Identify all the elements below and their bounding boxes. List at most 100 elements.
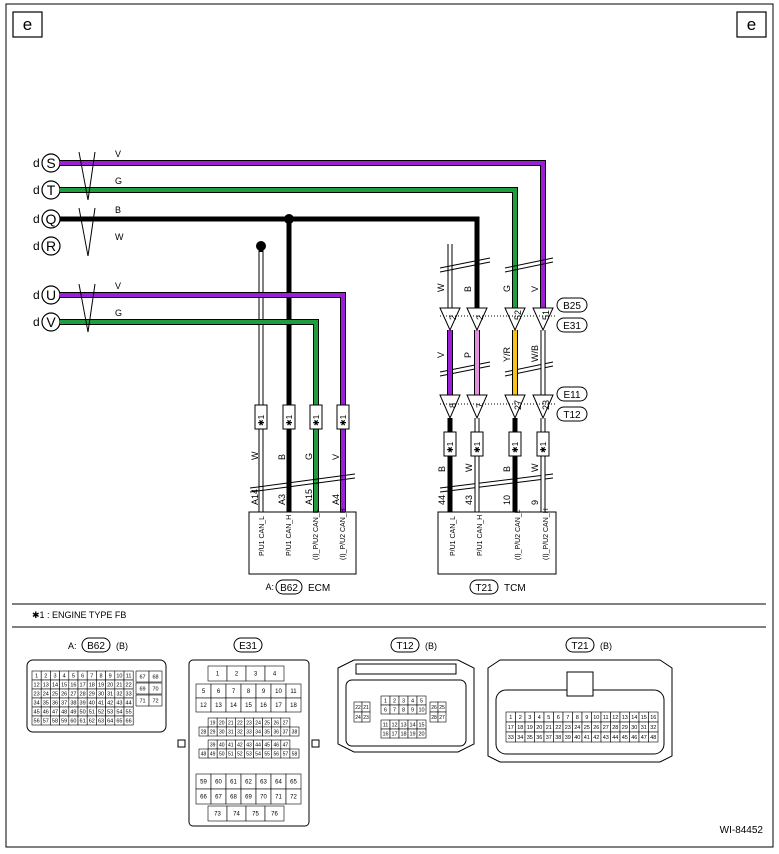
connector-in-prefix: d	[33, 156, 40, 170]
tcm-lower-labels: B W B W 44 43 10 9	[437, 463, 540, 505]
pin-label: 5	[547, 715, 550, 721]
pin-label: 23	[565, 725, 571, 731]
signal-name: (I)_P/U2 CAN_H	[543, 508, 550, 560]
pin-number: A14	[250, 489, 260, 505]
pin-label: 6	[384, 707, 387, 713]
pin-cell	[416, 728, 427, 739]
pin-label: 22	[237, 720, 243, 726]
pin-label: 47	[52, 709, 58, 715]
pin-label: 3	[402, 698, 405, 704]
pin-label: 30	[219, 729, 225, 735]
pin-label: 17	[80, 682, 86, 688]
wire-color-label: V	[436, 352, 446, 358]
footnote: ✱1 : ENGINE TYPE FB	[32, 610, 126, 620]
pin-label: 33	[246, 729, 252, 735]
pin-label: 65	[290, 780, 297, 786]
pin-label: 41	[584, 735, 590, 741]
pin-label: 7	[566, 715, 569, 721]
pin-label: 39	[210, 742, 216, 748]
pin-label: 44	[255, 742, 261, 748]
pin-label: 71	[139, 698, 145, 704]
pin-label: 61	[230, 780, 237, 786]
pin-label: 39	[80, 700, 86, 706]
pin-label: 42	[237, 742, 243, 748]
pin-label: 28	[612, 725, 618, 731]
ecm-label: ECM	[308, 583, 330, 594]
connector-in-letter: V	[46, 314, 56, 330]
pin-label: 19	[409, 731, 415, 737]
pin-label: 68	[230, 795, 237, 801]
signal-name: (I)_P/U2 CAN_H	[340, 508, 347, 560]
pin-label: 1	[384, 698, 387, 704]
pin-label: 71	[275, 795, 282, 801]
pin-number: A3	[277, 494, 287, 505]
pin-label: 21	[363, 705, 369, 711]
pin-label: 17	[391, 731, 397, 737]
view-suffix: (B)	[425, 641, 437, 651]
signal-name: P/U1 CAN_L	[450, 516, 457, 556]
pin-label: 40	[89, 700, 95, 706]
pin-label: 22	[355, 705, 361, 711]
pin-number: 10	[502, 495, 512, 505]
pin-label: 41	[228, 742, 234, 748]
wire-color-label: Y/R	[502, 346, 512, 362]
pin-cell	[148, 682, 163, 695]
wire-color-label: W	[436, 283, 446, 292]
pin-label: 7	[393, 707, 396, 713]
pin-label: 31	[228, 729, 234, 735]
pin-label: 9	[109, 673, 112, 679]
connector-in-prefix: d	[33, 315, 40, 329]
pin-label: 47	[641, 735, 647, 741]
pin-label: 70	[260, 795, 267, 801]
pin-cell	[264, 805, 285, 822]
connector-in-r: d R W	[33, 232, 124, 256]
corner-label-left: e	[12, 11, 43, 38]
pin-label: 33	[508, 735, 514, 741]
wire-color-label: G	[115, 308, 122, 318]
view-prefix: A:	[68, 641, 77, 651]
wire-color-label: V	[331, 454, 341, 460]
pin-label: 52	[98, 709, 104, 715]
pin-label: 2	[44, 673, 47, 679]
pin-label: 31	[641, 725, 647, 731]
pin-label: 38	[555, 735, 561, 741]
pin-label: 65	[116, 718, 122, 724]
ecm-lower-labels: W B G V A14 A3 A15 A4	[250, 451, 341, 505]
pin-label: 34	[255, 729, 261, 735]
pin-label: 30	[98, 691, 104, 697]
pin-label: 63	[260, 780, 267, 786]
pin-label: 8	[99, 673, 102, 679]
pin-label: 46	[273, 742, 279, 748]
pin-label: 37	[283, 729, 289, 735]
outer-frame	[5, 3, 774, 848]
pin-label: 10	[116, 673, 122, 679]
pin-label: 58	[292, 751, 298, 757]
note-marker: ✱1	[511, 441, 520, 453]
pin-label: 52	[237, 751, 243, 757]
tcm-module: P/U1 CAN_L P/U1 CAN_H (I)_P/U2 CAN_L (I)…	[437, 508, 557, 595]
pin-cell	[264, 665, 285, 682]
pin-label: 15	[61, 682, 67, 688]
pin-label: 2	[235, 672, 239, 678]
note-marker: ✱1	[446, 441, 455, 453]
pin-label: 44	[126, 700, 132, 706]
pin-label: 55	[126, 709, 132, 715]
figure-id: WI-84452	[720, 825, 764, 836]
note-marker: ✱1	[312, 414, 321, 426]
pin-label: 75	[252, 812, 259, 818]
connector-id: T21	[475, 583, 493, 594]
pin-label: 45	[264, 742, 270, 748]
pin-label: 50	[80, 709, 86, 715]
pin-label: 12	[34, 682, 40, 688]
pin-label: 19	[98, 682, 104, 688]
pin-label: 6	[81, 673, 84, 679]
pin-label: 3	[53, 673, 56, 679]
pin-number: 9	[530, 500, 540, 505]
pin-label: 9	[262, 689, 266, 695]
pin-label: 12	[200, 703, 207, 709]
pin-label: 49	[210, 751, 216, 757]
pin-label: 42	[593, 735, 599, 741]
pin-label: 35	[527, 735, 533, 741]
pin-label: 44	[612, 735, 618, 741]
